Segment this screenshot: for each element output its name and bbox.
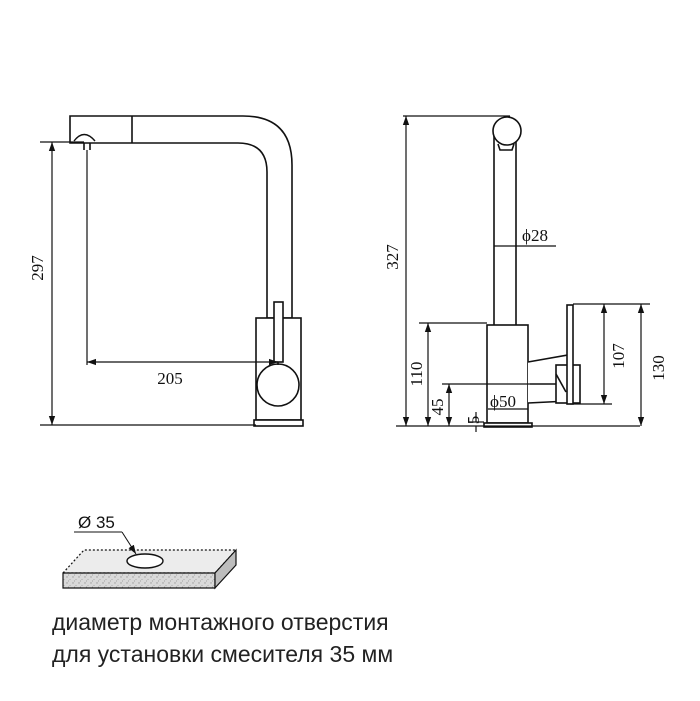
body-height-label: 110 [407,362,426,387]
caption-line-1: диаметр монтажного отверстия [52,609,389,635]
front-body [253,301,304,427]
caption-line-2: для установки смесителя 35 мм [52,641,394,667]
base-thickness-label: 5 [464,416,483,425]
side-faucet [483,116,581,428]
mounting-hole-detail [61,531,238,590]
base-diameter-label: ϕ50 [490,392,516,411]
side-total-height-label: 327 [383,244,402,270]
hole-diameter-label: Ø 35 [78,513,115,532]
handle-height-label: 107 [609,343,628,369]
front-height-label: 297 [28,255,47,281]
spout-diameter-label: ϕ28 [522,226,548,245]
side-view [396,115,650,432]
front-reach-label: 205 [157,369,183,388]
front-view [40,115,304,427]
mounting-hole [126,553,164,569]
lever-axis-height-label: 45 [428,399,447,416]
side-dimensions [396,115,650,432]
front-dimensions [40,141,278,426]
front-spout [69,115,293,319]
handle-top-label: 130 [649,355,668,381]
